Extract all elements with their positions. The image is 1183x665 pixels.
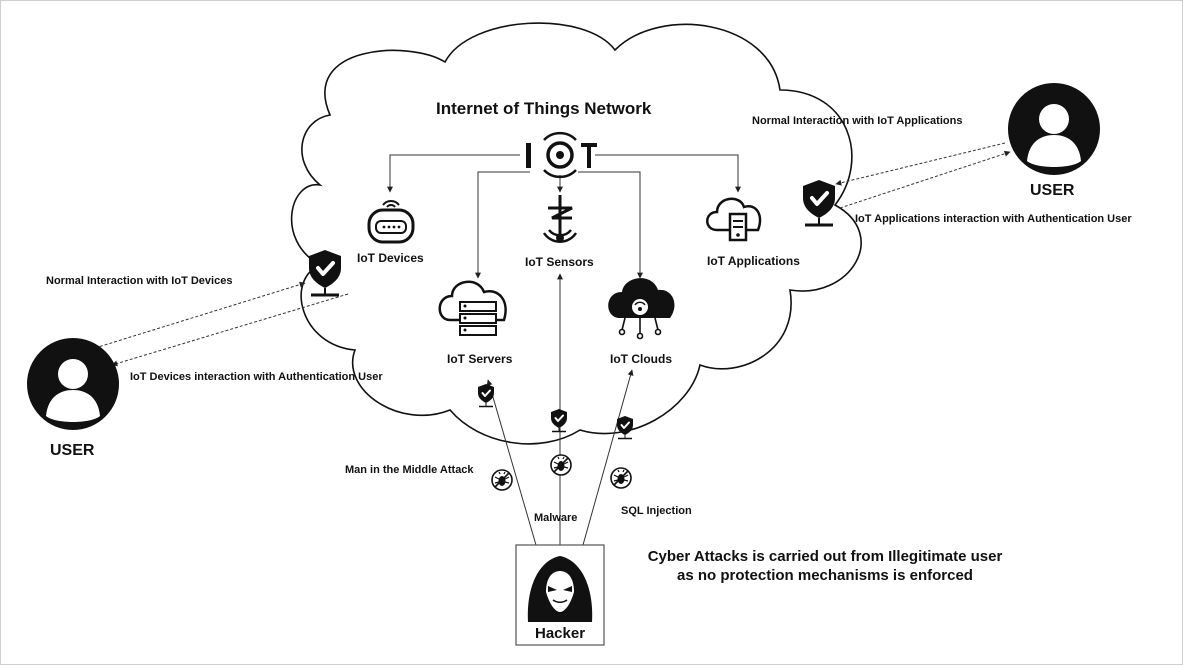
hub-connectors bbox=[387, 154, 741, 279]
server-cloud-icon bbox=[438, 280, 507, 336]
label-iot-applications: IoT Applications bbox=[707, 254, 800, 268]
blocked-bug-icon bbox=[610, 467, 632, 489]
user-avatar-icon bbox=[27, 338, 119, 430]
attack-label-sql: SQL Injection bbox=[621, 505, 692, 517]
right-user-from-network-label: IoT Applications interaction with Authen… bbox=[855, 213, 1132, 225]
left-user-from-network-label: IoT Devices interaction with Authenticat… bbox=[130, 371, 383, 383]
router-icon bbox=[367, 200, 415, 244]
cloud-server-icon bbox=[706, 197, 762, 242]
label-iot-clouds: IoT Clouds bbox=[610, 352, 672, 366]
interaction-arrows bbox=[94, 142, 1011, 367]
hacker-label: Hacker bbox=[535, 625, 586, 642]
cloud-network-icon bbox=[608, 278, 675, 340]
caption-line-1: Cyber Attacks is carried out from Illegi… bbox=[647, 548, 1003, 565]
attack-label-malware: Malware bbox=[534, 512, 578, 524]
label-iot-servers: IoT Servers bbox=[447, 352, 513, 366]
caption-line-2: as no protection mechanisms is enforced bbox=[677, 567, 973, 584]
shield-check-icon bbox=[616, 415, 634, 440]
user-avatar-icon bbox=[1008, 83, 1100, 175]
label-iot-sensors: IoT Sensors bbox=[525, 255, 594, 269]
blocked-bug-icon bbox=[491, 469, 513, 491]
caption: Cyber Attacks is carried out from Illegi… bbox=[615, 547, 1035, 585]
iot-hub-icon bbox=[526, 131, 597, 179]
right-user-to-network-label: Normal Interaction with IoT Applications bbox=[752, 115, 963, 127]
cloud-title: Internet of Things Network bbox=[436, 99, 652, 118]
attack-label-mitm: Man in the Middle Attack bbox=[345, 464, 474, 476]
blocked-bug-icon bbox=[550, 454, 572, 476]
sensor-icon bbox=[542, 195, 578, 243]
left-user-label: USER bbox=[50, 442, 95, 459]
right-user-label: USER bbox=[1030, 182, 1075, 199]
left-user-to-network-label: Normal Interaction with IoT Devices bbox=[46, 275, 233, 287]
hacker-icon bbox=[527, 556, 593, 622]
label-iot-devices: IoT Devices bbox=[357, 251, 424, 265]
